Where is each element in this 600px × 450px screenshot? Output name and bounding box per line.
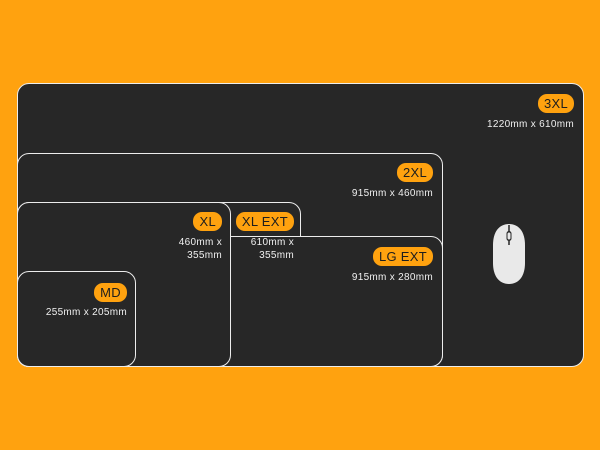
badge-3xl: 3XL — [537, 94, 574, 113]
dimensions-xl: 460mm x 355mm — [179, 236, 222, 262]
badge-lg-ext: LG EXT — [372, 247, 433, 266]
badge-2xl: 2XL — [396, 163, 433, 182]
dimensions-2xl: 915mm x 460mm — [351, 188, 433, 199]
dimensions-lg-ext: 915mm x 280mm — [351, 272, 433, 283]
dimensions-xl-line1: 460mm x — [178, 237, 222, 248]
computer-mouse-icon — [493, 224, 525, 284]
dimensions-xl-ext: 610mm x 355mm — [251, 236, 294, 262]
dimensions-md: 255mm x 205mm — [45, 307, 127, 318]
dimensions-xl-ext-line1: 610mm x — [250, 237, 294, 248]
dimensions-xl-line2: 355mm — [187, 250, 222, 261]
dimensions-xl-ext-line2: 355mm — [259, 250, 294, 261]
dimensions-3xl: 1220mm x 610mm — [486, 119, 574, 130]
badge-md: MD — [94, 283, 127, 302]
badge-xl: XL — [193, 212, 222, 231]
badge-xl-ext: XL EXT — [235, 212, 294, 231]
